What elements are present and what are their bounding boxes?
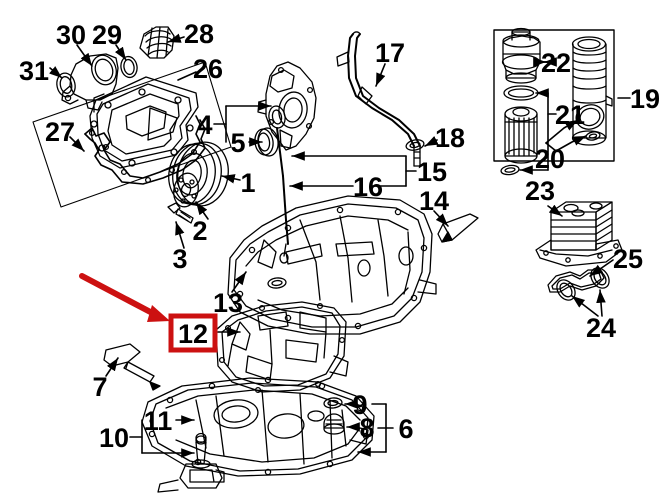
valve-cover-part bbox=[89, 76, 199, 169]
oil-filter-element-part bbox=[504, 106, 538, 164]
callout-30: 30 bbox=[56, 20, 86, 50]
callout-15: 15 bbox=[417, 157, 447, 187]
filter-housing-tube-part bbox=[571, 36, 613, 146]
callout-17: 17 bbox=[375, 38, 405, 68]
callout-8: 8 bbox=[359, 413, 374, 443]
oil-dipstick-part bbox=[268, 105, 289, 264]
engine-oil-cooler-part bbox=[535, 201, 623, 267]
callout-19: 19 bbox=[630, 84, 660, 114]
red-highlight-arrow bbox=[79, 273, 170, 322]
callout-20: 20 bbox=[535, 144, 565, 174]
valve-cover-group-box bbox=[32, 61, 232, 208]
callout-1: 1 bbox=[240, 168, 255, 198]
dipstick-guide-tube-part bbox=[336, 31, 421, 167]
callout-6: 6 bbox=[398, 414, 413, 444]
callout-13: 13 bbox=[213, 288, 243, 318]
pulley-bolt-part bbox=[167, 202, 194, 224]
callout-26: 26 bbox=[193, 54, 223, 84]
filter-lower-o-ring-part bbox=[500, 164, 520, 176]
callout-9: 9 bbox=[352, 390, 367, 420]
guide-tube-o-ring-part bbox=[405, 139, 425, 151]
callout-24: 24 bbox=[586, 313, 616, 343]
callout-5: 5 bbox=[230, 128, 245, 158]
callout-3: 3 bbox=[172, 244, 187, 274]
callout-16: 16 bbox=[353, 172, 383, 202]
callout-14: 14 bbox=[419, 186, 449, 216]
filler-neck-o-ring-part bbox=[56, 72, 76, 98]
oil-filler-neck-seal-part bbox=[120, 55, 138, 79]
callout-4: 4 bbox=[197, 110, 212, 140]
oil-filter-cap-part bbox=[501, 27, 541, 84]
callout-10: 10 bbox=[99, 423, 129, 453]
gasket-scraper-part bbox=[103, 343, 161, 391]
oil-level-sensor-part bbox=[157, 435, 225, 493]
callout-21: 21 bbox=[555, 100, 585, 130]
oil-level-float-rod-part bbox=[195, 432, 207, 444]
windage-tray-part bbox=[215, 301, 349, 394]
pulley-hub-flange-part bbox=[173, 172, 199, 208]
callout-29: 29 bbox=[92, 20, 122, 50]
callout-18: 18 bbox=[435, 123, 465, 153]
oil-drain-plug-part bbox=[323, 413, 345, 435]
callout-22: 22 bbox=[541, 48, 571, 78]
oil-filler-neck-part bbox=[61, 53, 119, 111]
callout-31: 31 bbox=[19, 56, 49, 86]
callout-labels: 1 2 3 4 5 6 7 8 9 10 11 12 13 14 15 16 1… bbox=[19, 19, 660, 453]
callout-11: 11 bbox=[144, 406, 173, 436]
dipstick-o-ring-part bbox=[267, 277, 287, 289]
callout-28: 28 bbox=[184, 19, 214, 49]
highlight-box-12 bbox=[168, 313, 218, 353]
callout-7: 7 bbox=[92, 372, 107, 402]
oil-filter-housing-box bbox=[493, 29, 615, 162]
callout-23: 23 bbox=[525, 176, 555, 206]
sealant-applicator-wedge-part bbox=[437, 213, 479, 243]
callout-25: 25 bbox=[613, 244, 643, 274]
filter-small-o-ring-part bbox=[585, 131, 601, 141]
callout-12: 12 bbox=[178, 319, 208, 349]
callout-2: 2 bbox=[192, 216, 207, 246]
callout-27: 27 bbox=[45, 117, 75, 147]
leader-lines bbox=[49, 33, 631, 458]
oil-filler-cap-part bbox=[139, 26, 175, 59]
filter-upper-o-ring-part bbox=[503, 85, 539, 101]
oil-cooler-o-rings-part bbox=[556, 267, 610, 301]
drain-plug-washer-part bbox=[323, 397, 343, 409]
